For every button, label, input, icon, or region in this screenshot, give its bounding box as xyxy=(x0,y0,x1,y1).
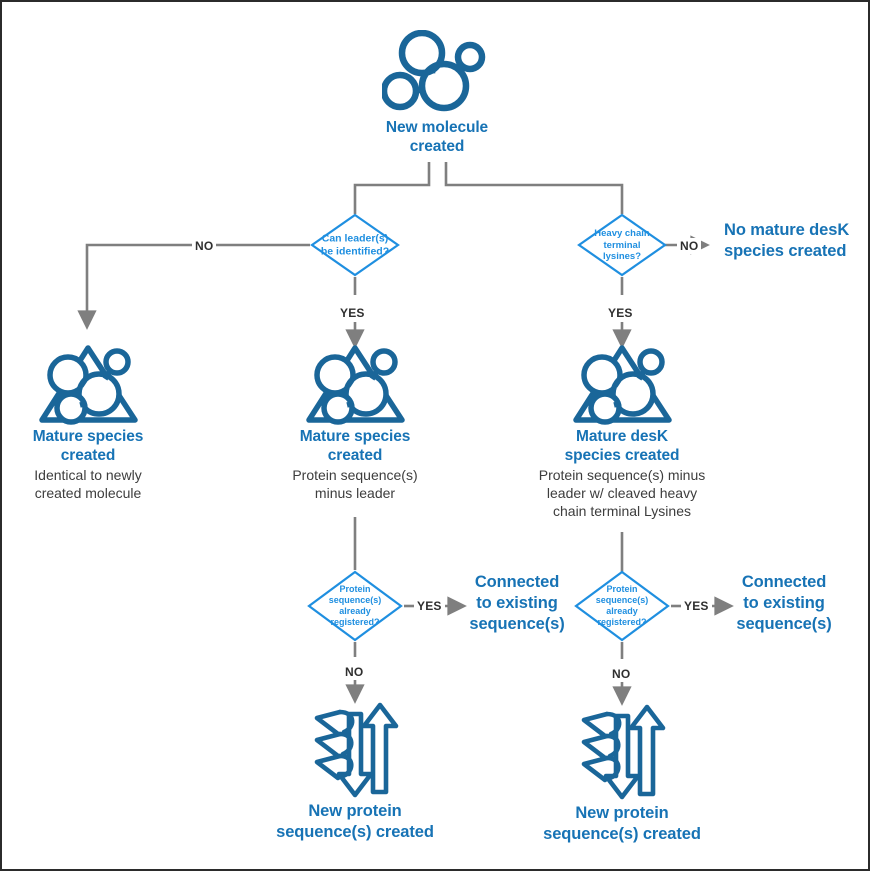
node-new-molecule[interactable]: New molecule created xyxy=(357,30,517,156)
connected-text-middle: Connected to existing sequence(s) xyxy=(457,572,577,635)
title-line-1: New molecule xyxy=(385,119,489,136)
text-line-2: to existing xyxy=(476,594,558,612)
connected-text-right: Connected to existing sequence(s) xyxy=(724,572,844,635)
decision-diamond xyxy=(574,570,670,642)
mature-species-icon xyxy=(38,345,138,425)
mature-desk-species-subtitle: Protein sequence(s) minus leader w/ clea… xyxy=(526,466,718,520)
node-new-molecule-title: New molecule created xyxy=(357,118,517,156)
sub-line-2: created molecule xyxy=(34,485,142,501)
text-line-1: No mature desK xyxy=(724,221,850,239)
sub-line-2: minus leader xyxy=(314,485,396,501)
mature-desk-species-title: Mature desK species created xyxy=(526,427,718,465)
node-new-protein-sequence-middle[interactable]: New protein sequence(s) created xyxy=(269,696,441,843)
edge-label-no-registered-right: NO xyxy=(609,666,634,682)
text-line-2: to existing xyxy=(743,594,825,612)
edge-label-no-registered-middle: NO xyxy=(342,664,367,680)
node-new-protein-sequence-right[interactable]: New protein sequence(s) created xyxy=(536,698,708,845)
title-line-2: species created xyxy=(564,447,680,464)
text-line-3: sequence(s) xyxy=(736,615,832,633)
decision-diamond xyxy=(307,570,403,642)
decision-can-leaders-be-identified[interactable]: Can leader(s) be identified? xyxy=(310,213,400,277)
decision-diamond xyxy=(310,213,400,277)
mature-species-middle-title: Mature species created xyxy=(279,427,431,465)
molecule-icon xyxy=(382,30,486,112)
sub-line-1: Protein sequence(s) xyxy=(292,467,418,483)
node-mature-species-middle[interactable]: Mature species created Protein sequence(… xyxy=(279,342,431,502)
edge-label-yes-registered-middle: YES xyxy=(414,598,445,614)
mature-species-icon xyxy=(572,345,672,425)
decision-protein-sequences-already-registered-right[interactable]: Protein sequence(s) already registered? xyxy=(574,570,670,642)
mature-species-left-subtitle: Identical to newly created molecule xyxy=(12,466,164,502)
edge-label-yes-leader: YES xyxy=(337,305,368,321)
title-line-1: New protein xyxy=(575,804,669,822)
title-line-2: created xyxy=(327,447,383,464)
sub-line-1: Identical to newly xyxy=(34,467,142,483)
edge-leader-no xyxy=(77,243,310,330)
decision-diamond xyxy=(577,213,667,277)
title-line-1: Mature species xyxy=(32,428,144,445)
new-protein-sequence-right-title: New protein sequence(s) created xyxy=(536,803,708,845)
text-line-1: Connected xyxy=(741,573,827,591)
title-line-1: Mature species xyxy=(299,428,411,445)
edge-start-to-lysines xyxy=(444,162,624,214)
node-no-mature-desk-species: No mature desK species created xyxy=(724,220,868,262)
edge-start-to-leader xyxy=(353,162,431,214)
protein-structure-icon xyxy=(581,704,666,800)
decision-heavy-chain-terminal-lysines[interactable]: Heavy chain terminal lysines? xyxy=(577,213,667,277)
mature-species-middle-subtitle: Protein sequence(s) minus leader xyxy=(279,466,431,502)
title-line-1: Mature desK xyxy=(576,428,668,445)
edge-label-no-lysines: NO xyxy=(677,238,702,254)
edge-label-yes-lysines: YES xyxy=(605,305,636,321)
title-line-1: New protein xyxy=(308,802,402,820)
sub-line-2: leader w/ cleaved heavy xyxy=(546,485,698,501)
text-line-2: species created xyxy=(724,242,847,260)
edge-label-yes-registered-right: YES xyxy=(681,598,712,614)
decision-protein-sequences-already-registered-middle[interactable]: Protein sequence(s) already registered? xyxy=(307,570,403,642)
title-line-2: sequence(s) created xyxy=(543,825,701,843)
sub-line-1: Protein sequence(s) minus xyxy=(538,467,706,483)
new-protein-sequence-middle-title: New protein sequence(s) created xyxy=(269,801,441,843)
edge-label-no-left: NO xyxy=(192,238,217,254)
no-mature-desk-text: No mature desK species created xyxy=(724,220,868,262)
title-line-2: created xyxy=(409,138,465,155)
sub-line-3: chain terminal Lysines xyxy=(553,503,691,519)
mature-species-left-title: Mature species created xyxy=(12,427,164,465)
node-mature-desk-species-right[interactable]: Mature desK species created Protein sequ… xyxy=(526,342,718,520)
protein-structure-icon xyxy=(314,702,399,798)
text-line-3: sequence(s) xyxy=(469,615,565,633)
title-line-2: sequence(s) created xyxy=(276,823,434,841)
node-connected-to-existing-right: Connected to existing sequence(s) xyxy=(724,572,844,635)
mature-species-icon xyxy=(305,345,405,425)
title-line-2: created xyxy=(60,447,116,464)
node-connected-to-existing-middle: Connected to existing sequence(s) xyxy=(457,572,577,635)
node-mature-species-left[interactable]: Mature species created Identical to newl… xyxy=(12,342,164,502)
text-line-1: Connected xyxy=(474,573,560,591)
